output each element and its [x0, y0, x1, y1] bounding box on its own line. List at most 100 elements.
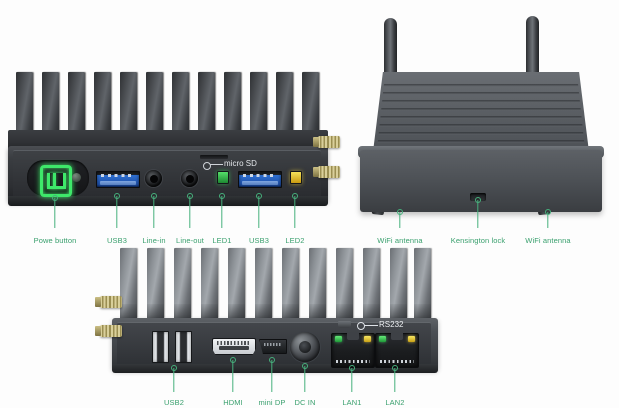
micro-sd-slot	[200, 155, 228, 159]
callout-label-lan1: LAN1	[342, 398, 362, 407]
leader-cap-power-button	[52, 195, 58, 201]
heatsink-fin	[255, 248, 272, 318]
usb-pins-icon	[101, 173, 135, 177]
rs232-connector-icon	[338, 321, 351, 328]
leader-cap-lan2	[392, 365, 398, 371]
rj45-notch-icon	[391, 333, 403, 340]
leader-cap-mini-dp	[269, 357, 275, 363]
usb-tongue-icon	[242, 181, 278, 185]
callout-label-led2: LED2	[285, 236, 305, 245]
leader-cap-usb2	[171, 365, 177, 371]
callout-label-hdmi: HDMI	[223, 398, 243, 407]
leader-cap-led1	[219, 193, 225, 199]
led1-indicator	[217, 171, 229, 184]
callout-label-lan2: LAN2	[385, 398, 405, 407]
leader-line-lan1	[351, 368, 353, 392]
leader-cap-dc-in	[302, 363, 308, 369]
front-panel-device	[8, 72, 338, 217]
leader-line-usb3-left	[116, 196, 118, 228]
leader-line-wifi-antenna-left	[399, 212, 401, 228]
callout-label-kensington-lock: Kensington lock	[450, 236, 506, 245]
sma-antenna-connector-icon	[95, 325, 122, 337]
chassis-lip	[8, 196, 328, 206]
leader-line-led1	[221, 196, 223, 228]
leader-cap-usb3-left	[114, 193, 120, 199]
dc-in-jack	[290, 332, 320, 362]
sd-callout-line-icon	[210, 164, 223, 166]
line-in-jack	[145, 170, 162, 187]
leader-line-line-out	[189, 196, 191, 228]
callout-label-dc-in: DC IN	[294, 398, 316, 407]
usb3-port-right	[238, 171, 282, 188]
callout-label-line-out: Line-out	[176, 236, 204, 245]
vent-rib	[376, 124, 586, 127]
callout-label-power-button: Powe button	[33, 236, 77, 245]
heatsink-fin	[309, 248, 326, 318]
vent-rib	[376, 92, 586, 95]
lan-activity-led-amber-icon	[364, 336, 371, 342]
callout-label-usb3-left: USB3	[107, 236, 127, 245]
heatsink-fin	[414, 248, 431, 318]
leader-line-power-button	[54, 198, 56, 228]
leader-line-mini-dp	[271, 360, 273, 392]
heatsink-fin	[228, 248, 245, 318]
mini-dp-port	[259, 339, 287, 354]
vent-rib	[376, 84, 586, 87]
callout-label-wifi-antenna-right: WiFi antenna	[525, 236, 571, 245]
vent-rib	[376, 140, 586, 143]
usb2-port-a	[152, 331, 169, 363]
vent-rib	[376, 108, 586, 111]
rj45-notch-icon	[347, 333, 359, 340]
vent-rib	[376, 116, 586, 119]
rj45-contacts-icon	[336, 360, 370, 363]
micro-sd-marking: micro SD	[203, 159, 283, 170]
leader-line-dc-in	[304, 366, 306, 392]
rs232-callout-line-icon	[364, 324, 378, 327]
heatsink-fin	[120, 248, 137, 318]
heatsink-fin	[201, 248, 218, 318]
power-button[interactable]	[27, 160, 89, 197]
chassis-lip	[112, 364, 438, 373]
heatsink-fin	[336, 248, 353, 318]
hdmi-port	[212, 338, 256, 355]
callout-label-line-in: Line-in	[142, 236, 166, 245]
linux-mint-logo-icon	[40, 165, 72, 197]
usb-tongue-icon	[100, 181, 136, 185]
leader-cap-kensington-lock	[475, 197, 481, 203]
leader-line-led2	[294, 196, 296, 228]
sma-antenna-connector-icon	[95, 296, 122, 308]
rear-view-device	[358, 10, 610, 225]
callout-label-usb2: USB2	[164, 398, 184, 407]
leader-line-kensington-lock	[477, 200, 479, 228]
leader-cap-wifi-antenna-left	[397, 209, 403, 215]
led2-indicator	[290, 171, 302, 184]
lan-activity-led-amber-icon	[408, 336, 415, 342]
bottom-heatsink-fins	[120, 248, 431, 318]
leader-cap-hdmi	[230, 357, 236, 363]
heatsink-fin	[390, 248, 407, 318]
leader-cap-wifi-antenna-right	[545, 209, 551, 215]
hdmi-pins-icon	[217, 341, 251, 345]
usb2-port-b	[175, 331, 192, 363]
mini-dp-pins-icon	[264, 343, 282, 346]
vent-rib	[376, 132, 586, 135]
usb-pins-icon	[243, 173, 277, 177]
heatsink-fin	[363, 248, 380, 318]
sd-callout-circle-icon	[203, 161, 211, 170]
sma-antenna-connector-icon	[313, 166, 340, 178]
leader-cap-usb3-right	[256, 193, 262, 199]
leader-line-line-in	[153, 196, 155, 228]
lan1-port	[331, 333, 375, 368]
leader-line-wifi-antenna-right	[547, 212, 549, 228]
callout-label-wifi-antenna-left: WiFi antenna	[377, 236, 423, 245]
leader-line-usb3-right	[258, 196, 260, 228]
heatsink-fin	[282, 248, 299, 318]
leader-line-usb2	[173, 368, 175, 392]
callout-label-mini-dp: mini DP	[258, 398, 286, 407]
leader-line-hdmi	[232, 360, 234, 392]
usb3-port-left	[96, 171, 140, 188]
rs232-callout-circle-icon	[357, 322, 365, 331]
hdmi-tongue-icon	[219, 346, 249, 350]
heatsink-fin	[147, 248, 164, 318]
